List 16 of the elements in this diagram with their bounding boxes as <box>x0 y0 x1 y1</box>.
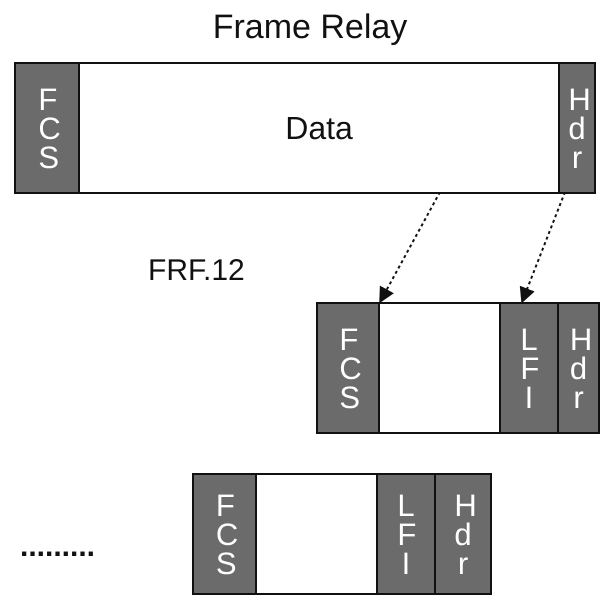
frame-box <box>14 62 596 194</box>
diagram-title: Frame Relay <box>212 8 408 47</box>
header-field: FCS <box>194 475 255 593</box>
header-field: Hdr <box>558 64 594 192</box>
header-field: LFI <box>376 475 434 593</box>
header-field: FCS <box>16 64 78 192</box>
frame-box <box>316 302 600 434</box>
header-field: Hdr <box>557 304 598 432</box>
continuation-dots: ......... <box>20 530 96 564</box>
frame-box <box>192 473 492 595</box>
dotted-arrow <box>520 192 566 304</box>
header-field: FCS <box>318 304 378 432</box>
header-field: Hdr <box>434 475 490 593</box>
protocol-label: FRF.12 <box>148 254 245 288</box>
header-field: LFI <box>499 304 557 432</box>
dotted-arrow <box>379 192 441 304</box>
